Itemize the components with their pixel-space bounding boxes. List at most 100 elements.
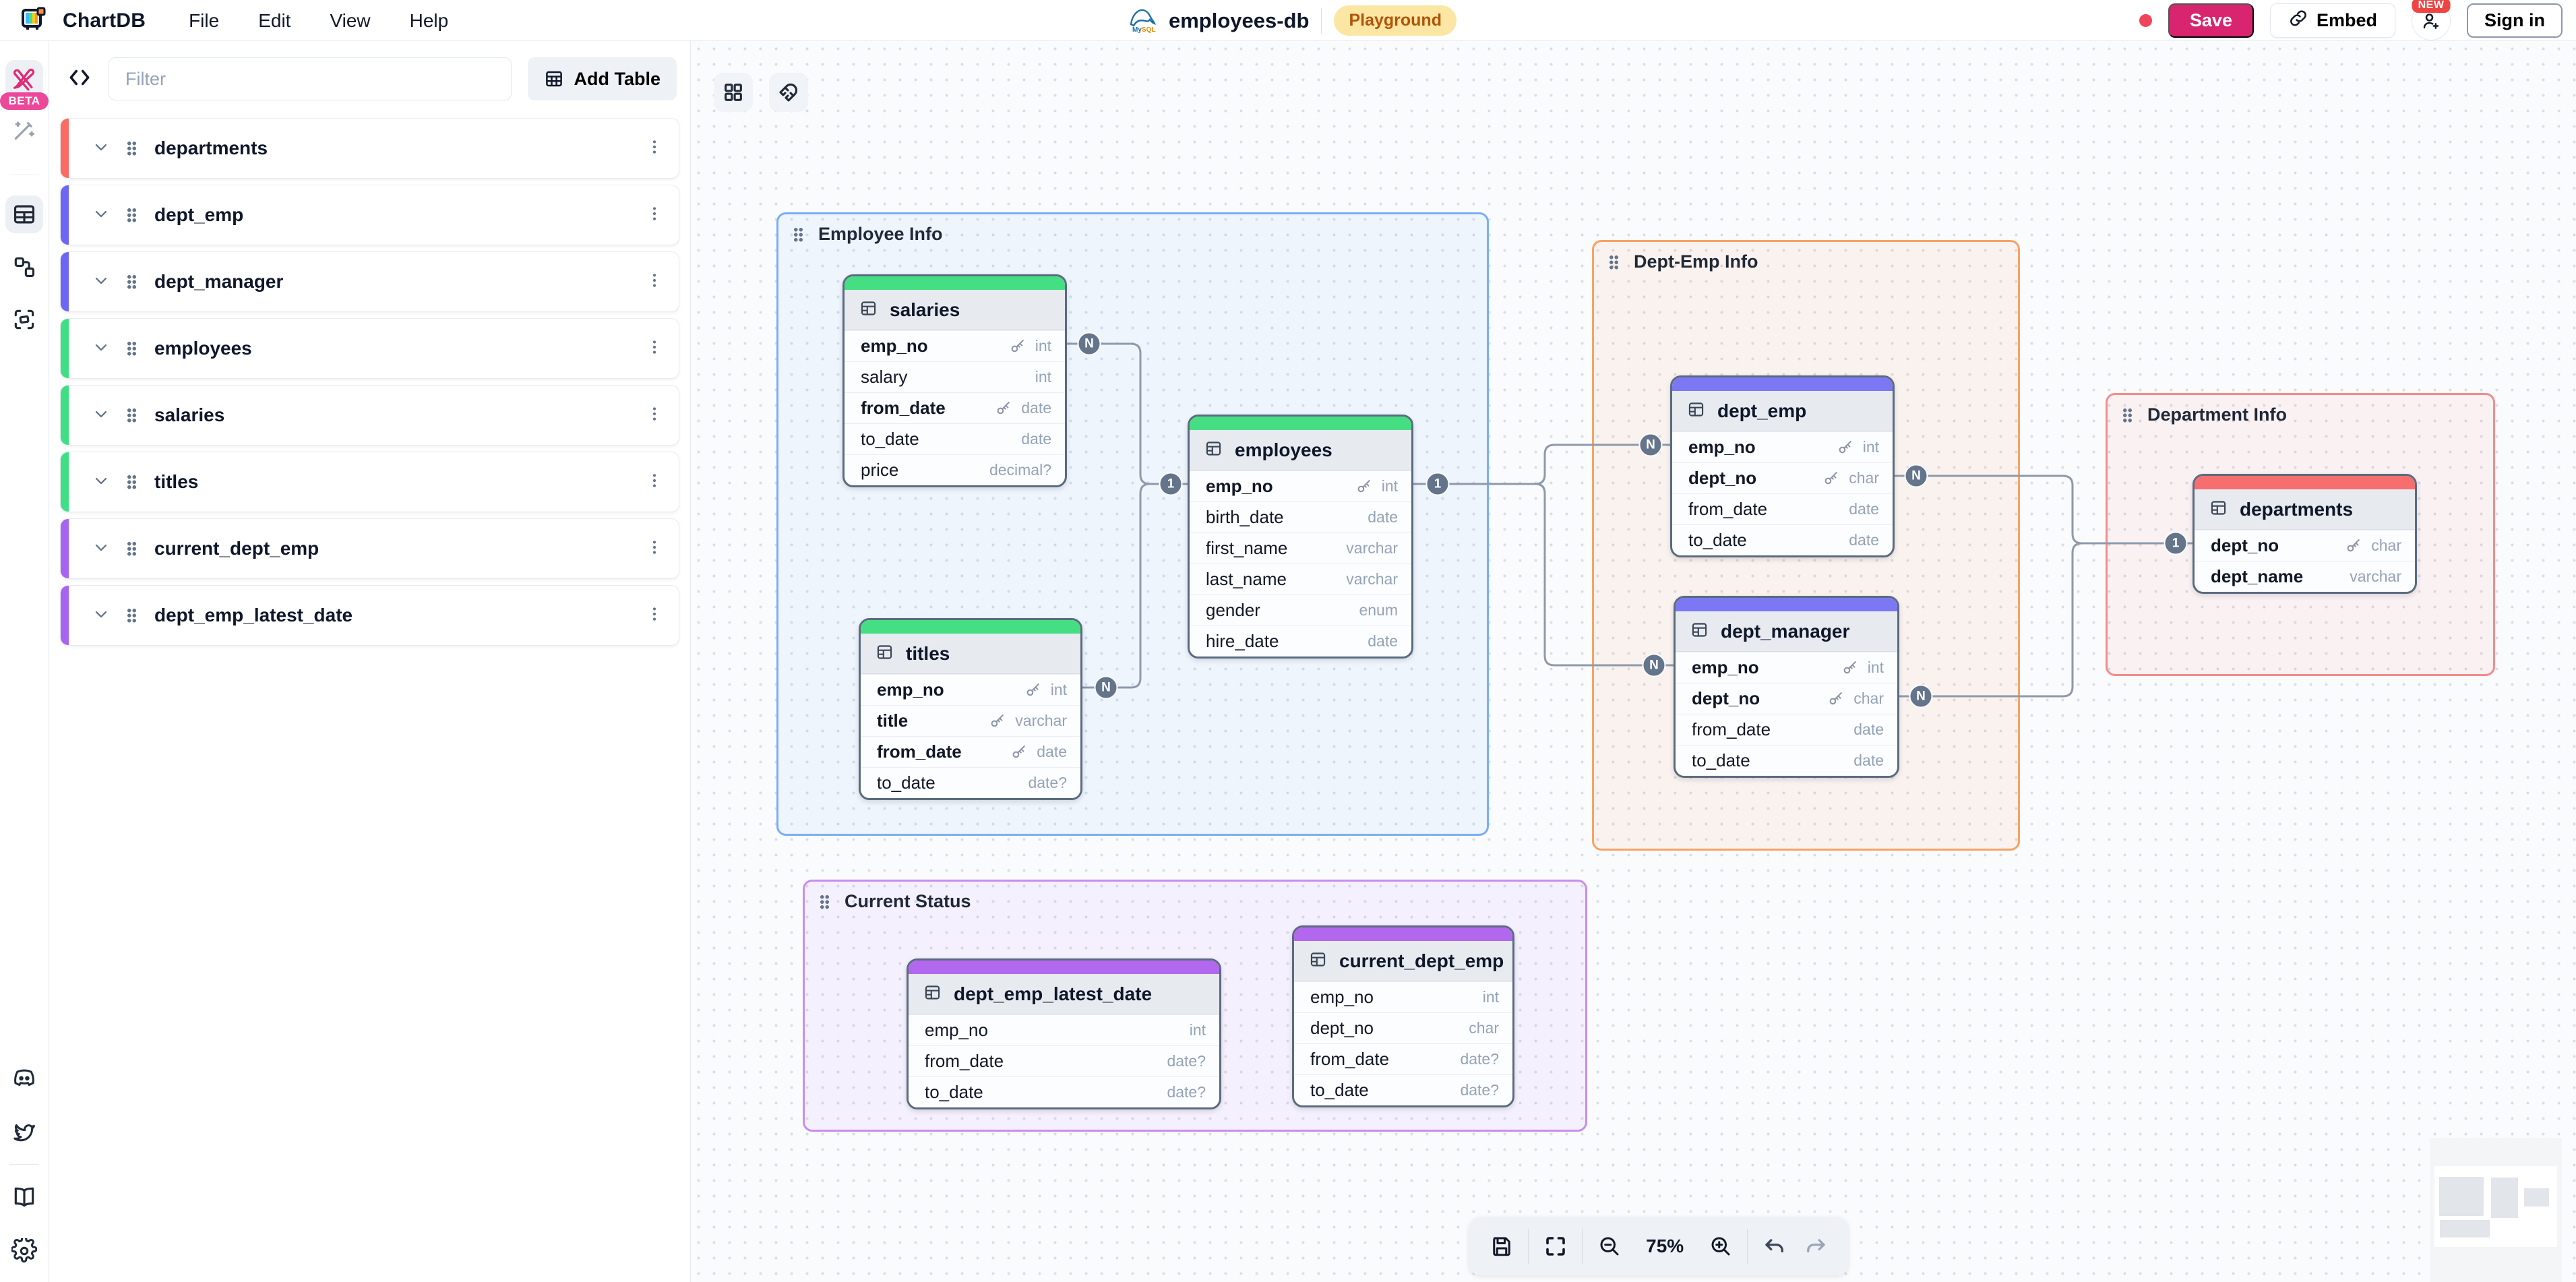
table-options-icon[interactable] — [645, 271, 664, 293]
drag-handle-icon[interactable] — [127, 475, 137, 489]
redo-icon[interactable] — [1801, 1226, 1831, 1266]
minimap[interactable] — [2430, 1138, 2562, 1282]
chevron-down-icon[interactable] — [92, 338, 111, 360]
table-options-icon[interactable] — [645, 471, 664, 493]
filter-input[interactable] — [109, 57, 512, 100]
show-all-grid-icon[interactable] — [714, 73, 753, 112]
table-node-header[interactable]: titles — [861, 634, 1080, 674]
drag-handle-icon[interactable] — [127, 141, 137, 156]
table-node-header[interactable]: dept_manager — [1676, 611, 1897, 652]
table-node-header[interactable]: departments — [2195, 489, 2415, 530]
zoom-in-icon[interactable] — [1706, 1226, 1736, 1266]
discord-icon[interactable] — [5, 1059, 43, 1097]
sidebar-item-dept_emp_latest_date[interactable]: dept_emp_latest_date — [60, 585, 679, 646]
chevron-down-icon[interactable] — [92, 404, 111, 427]
sign-in-button[interactable]: Sign in — [2467, 3, 2563, 38]
table-options-icon[interactable] — [645, 138, 664, 160]
drag-handle-icon[interactable] — [127, 341, 137, 356]
drag-handle-icon[interactable] — [2122, 407, 2133, 423]
chevron-down-icon[interactable] — [92, 605, 111, 627]
twitter-icon[interactable] — [5, 1113, 43, 1151]
drag-handle-icon[interactable] — [127, 274, 137, 289]
menu-file[interactable]: File — [189, 9, 220, 31]
editor-tools-icon[interactable] — [5, 60, 43, 98]
chevron-down-icon[interactable] — [92, 204, 111, 226]
table-options-icon[interactable] — [645, 605, 664, 627]
table-node-header[interactable]: salaries — [845, 290, 1065, 330]
settings-gear-icon[interactable] — [5, 1232, 43, 1270]
menu-view[interactable]: View — [330, 9, 371, 31]
chevron-down-icon[interactable] — [92, 138, 111, 160]
docs-book-icon[interactable] — [5, 1178, 43, 1216]
table-node-header[interactable]: current_dept_emp — [1294, 941, 1512, 981]
sidebar-item-current_dept_emp[interactable]: current_dept_emp — [60, 518, 679, 579]
drag-handle-icon[interactable] — [793, 226, 803, 242]
table-node-header[interactable]: dept_emp_latest_date — [909, 974, 1219, 1014]
menu-edit[interactable]: Edit — [258, 9, 291, 31]
areas-icon[interactable] — [5, 301, 43, 338]
drag-handle-icon[interactable] — [1609, 254, 1619, 270]
chevron-down-icon[interactable] — [92, 271, 111, 293]
relationship-edge[interactable] — [1899, 542, 2192, 698]
table-options-icon[interactable] — [645, 338, 664, 360]
sidebar-item-dept_manager[interactable]: dept_manager — [60, 251, 679, 312]
embed-button[interactable]: Embed — [2269, 3, 2395, 38]
invite-user-button[interactable]: NEW — [2412, 0, 2451, 40]
table-options-icon[interactable] — [645, 204, 664, 226]
zoom-out-icon[interactable] — [1595, 1226, 1624, 1266]
snap-magnet-icon[interactable] — [769, 73, 808, 112]
tables-icon[interactable] — [5, 195, 43, 233]
sidebar-item-departments[interactable]: departments — [60, 118, 679, 179]
table-options-icon[interactable] — [645, 538, 664, 560]
add-table-button[interactable]: Add Table — [528, 57, 677, 100]
chevron-down-icon[interactable] — [92, 471, 111, 493]
table-node-header[interactable]: employees — [1190, 430, 1411, 470]
menu-help[interactable]: Help — [409, 9, 449, 31]
drag-handle-icon[interactable] — [127, 208, 137, 222]
relationship-edge[interactable] — [1895, 475, 2192, 545]
chevron-down-icon[interactable] — [92, 538, 111, 560]
zoom-level[interactable]: 75% — [1646, 1235, 1684, 1256]
fit-view-icon[interactable] — [1541, 1226, 1570, 1266]
relationship-edge[interactable] — [1082, 483, 1188, 689]
save-button[interactable]: Save — [2168, 3, 2254, 38]
drag-handle-icon[interactable] — [127, 541, 137, 556]
table-options-icon[interactable] — [645, 404, 664, 427]
relationship-edge[interactable] — [1413, 483, 1674, 667]
drag-handle-icon[interactable] — [127, 408, 137, 423]
